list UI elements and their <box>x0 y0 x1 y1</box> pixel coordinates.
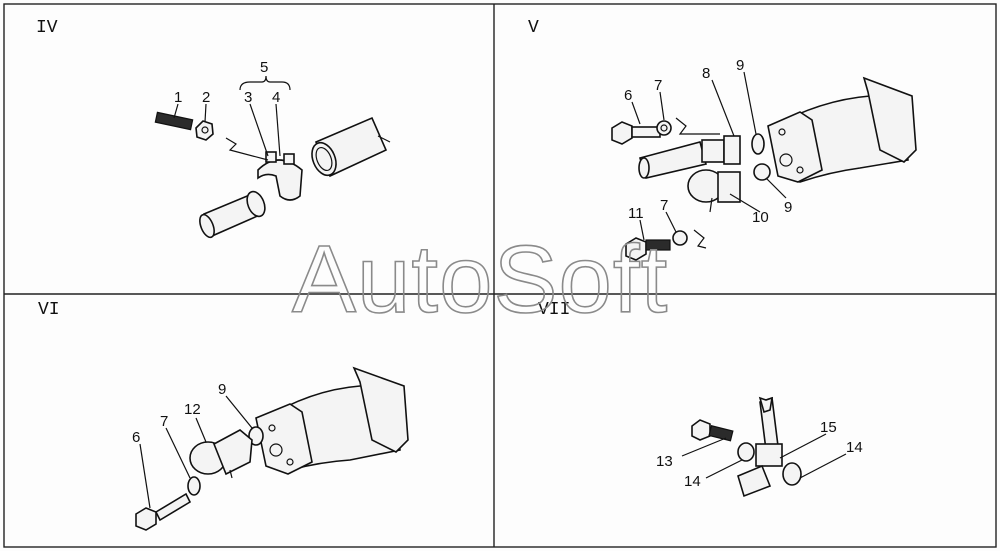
label-6-vi: 6 <box>132 429 140 446</box>
bolt-6-vi-part <box>135 492 192 531</box>
label-13: 13 <box>656 453 673 470</box>
brace-5 <box>239 75 291 91</box>
tee-fitting-part <box>737 396 783 498</box>
panel-v-title: V <box>528 18 539 38</box>
label-11: 11 <box>628 205 644 222</box>
panel-iv: IV <box>36 18 391 239</box>
sleeve-part <box>311 116 391 178</box>
panel-vii-title: VII <box>538 300 570 320</box>
panel-v: V <box>528 18 917 261</box>
panel-iv-title: IV <box>36 18 58 38</box>
gasket-9b-part <box>753 163 771 181</box>
panel-vii: VII 13 14 15 14 <box>538 300 863 498</box>
label-7b: 7 <box>660 197 668 214</box>
label-10: 10 <box>752 209 769 226</box>
label-6: 6 <box>624 87 632 104</box>
label-9-vi: 9 <box>218 381 226 398</box>
washer-14-part <box>737 442 755 462</box>
washer-7b-part <box>672 230 688 246</box>
watermark-text: AutoSoft <box>292 226 668 333</box>
label-9: 9 <box>736 57 744 74</box>
label-7: 7 <box>654 77 662 94</box>
panel-vi: VI 6 7 12 9 <box>38 300 409 531</box>
bolt-11-part <box>625 237 671 261</box>
valve-part <box>687 169 741 213</box>
bolt-6-part <box>611 121 661 145</box>
manifold-vi-part <box>255 366 409 475</box>
label-9b: 9 <box>784 199 792 216</box>
gasket-9-part <box>751 133 765 155</box>
fitting-part <box>638 135 741 179</box>
washer-7-part <box>656 120 672 136</box>
clamp-part <box>225 137 303 201</box>
label-2: 2 <box>202 89 210 106</box>
washer-7-vi-part <box>187 476 201 496</box>
label-1: 1 <box>174 89 182 106</box>
outer-frame <box>3 3 997 548</box>
label-15: 15 <box>820 419 837 436</box>
nut-part <box>195 120 214 141</box>
panel-vi-title: VI <box>38 300 60 320</box>
washer-14b-part <box>782 462 802 486</box>
tube-part <box>199 190 266 239</box>
valve-12-part <box>189 429 253 479</box>
label-14b: 14 <box>846 439 863 456</box>
label-8: 8 <box>702 65 710 82</box>
label-12: 12 <box>184 401 201 418</box>
label-7-vi: 7 <box>160 413 168 430</box>
label-3: 3 <box>244 89 252 106</box>
bolt-13-part <box>691 419 734 442</box>
manifold-part <box>767 76 917 183</box>
label-4: 4 <box>272 89 280 106</box>
bolt-part <box>154 111 194 131</box>
label-5: 5 <box>260 59 268 76</box>
label-14: 14 <box>684 473 701 490</box>
